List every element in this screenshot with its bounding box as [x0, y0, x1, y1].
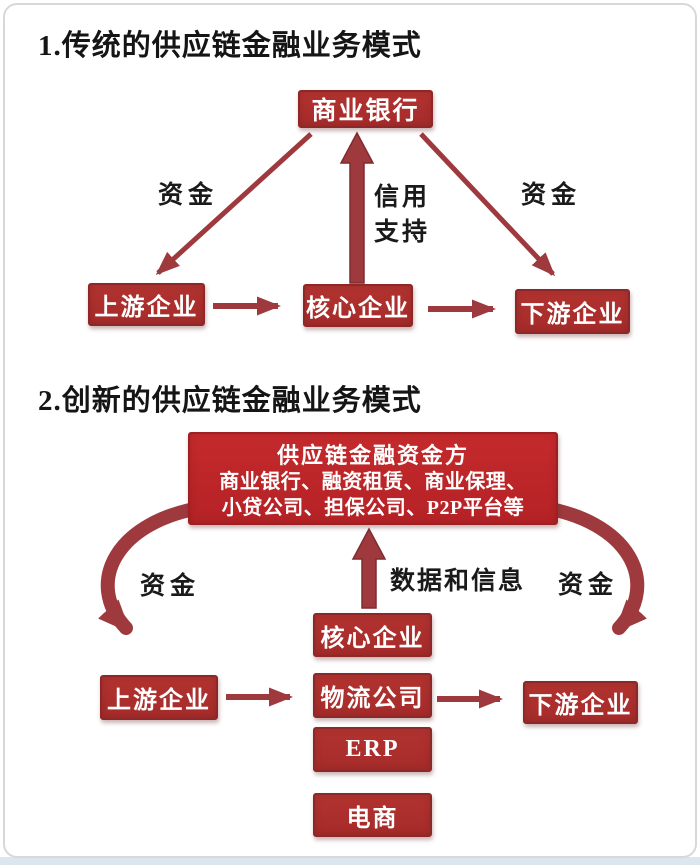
funds-arrow-left-1: [155, 132, 313, 276]
downstream-box-2: 下游企业: [523, 681, 638, 724]
core-box-2: 核心企业: [313, 613, 432, 657]
erp-box: ERP: [313, 727, 432, 772]
upstream-box-1: 上游企业: [88, 283, 205, 326]
funds-curve-arrow-left: [98, 500, 213, 635]
funders-box: 供应链金融资金方 商业银行、融资租赁、商业保理、 小贷公司、担保公司、P2P平台…: [188, 432, 558, 525]
funds-arrow-right-1: [419, 132, 556, 277]
funds-label-left-2: 资金: [140, 573, 201, 600]
data-info-label: 数据和信息: [390, 568, 526, 595]
funders-box-members-line2: 小贷公司、担保公司、P2P平台等: [221, 497, 525, 519]
funds-curve-arrow-right: [532, 500, 647, 635]
data-info-arrow: [351, 527, 387, 609]
section-2-title: 2.创新的供应链金融业务模式: [38, 385, 422, 417]
upstream-box-2: 上游企业: [100, 675, 218, 720]
funds-label-right-1: 资金: [521, 182, 582, 209]
bottom-accent-strip: [0, 857, 700, 865]
section-1-title: 1.传统的供应链金融业务模式: [38, 30, 422, 62]
credit-support-arrow: [339, 131, 375, 284]
credit-support-line1: 信用: [374, 184, 431, 211]
core-box-1: 核心企业: [303, 284, 413, 327]
funds-label-right-2: 资金: [558, 572, 619, 599]
bank-box: 商业银行: [298, 90, 433, 128]
credit-support-line2: 支持: [374, 219, 431, 246]
funders-box-heading: 供应链金融资金方: [276, 443, 469, 468]
ecommerce-box: 电商: [313, 793, 432, 837]
funders-box-members-line1: 商业银行、融资租赁、商业保理、: [219, 471, 527, 493]
funds-label-left-1: 资金: [158, 182, 219, 209]
credit-support-label: 信用 支持: [374, 180, 430, 250]
downstream-box-1: 下游企业: [515, 289, 630, 334]
logistics-box: 物流公司: [313, 673, 432, 718]
